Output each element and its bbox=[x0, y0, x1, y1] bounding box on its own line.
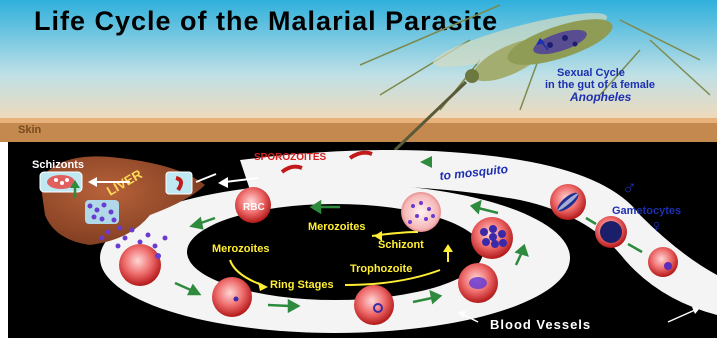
schizonts-label: Schizonts bbox=[32, 159, 84, 171]
sexual-cycle-label: Sexual Cycle bbox=[557, 67, 625, 79]
blood-vessels-label: Blood Vessels bbox=[490, 317, 591, 332]
sporozoites-label: SPOROZOITES bbox=[254, 152, 327, 163]
rbc-cell-left bbox=[119, 244, 161, 286]
skin-label: Skin bbox=[18, 124, 42, 136]
ring-stages-label: Ring Stages bbox=[270, 279, 334, 291]
female-symbol: ♀ bbox=[650, 216, 664, 236]
merozoites-top-label: Merozoites bbox=[308, 221, 365, 233]
merozoites-left-label: Merozoites bbox=[212, 243, 269, 255]
anopheles-label: Anopheles bbox=[569, 90, 632, 104]
rupturing-schizont-cell bbox=[401, 192, 441, 232]
rbc-cell-right-bottom bbox=[648, 247, 678, 277]
ring-stage-cell-left bbox=[212, 277, 252, 317]
page-title: Life Cycle of the Malarial Parasite bbox=[34, 6, 498, 36]
gametocytes-label: Gametocytes bbox=[612, 205, 681, 217]
male-symbol: ♂ bbox=[622, 177, 637, 199]
schizont-label: Schizont bbox=[378, 239, 424, 251]
rbc-label: RBC bbox=[243, 202, 265, 213]
trophozoite-label: Trophozoite bbox=[350, 263, 412, 275]
